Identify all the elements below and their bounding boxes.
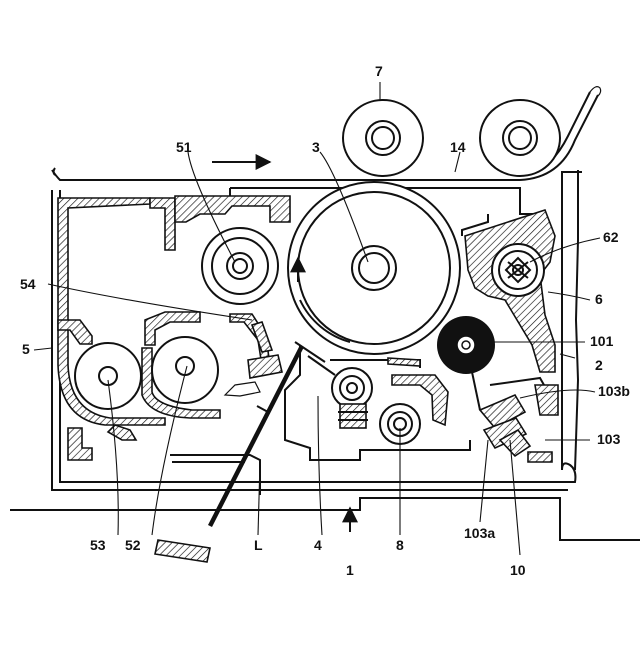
roller-7-left xyxy=(343,100,423,176)
label-53: 53 xyxy=(90,537,106,553)
label-54: 54 xyxy=(20,276,36,292)
label-6: 6 xyxy=(595,291,603,307)
label-101: 101 xyxy=(590,333,614,349)
auger-53 xyxy=(75,343,141,409)
label-2: 2 xyxy=(595,357,603,373)
charger-4 xyxy=(332,368,372,428)
label-14: 14 xyxy=(450,139,466,155)
roller-7-right xyxy=(480,100,560,176)
photoconductor-drum-3 xyxy=(288,182,460,354)
right-wall-2 xyxy=(575,170,578,470)
label-51: 51 xyxy=(176,139,192,155)
label-4: 4 xyxy=(314,537,322,553)
label-103: 103 xyxy=(597,431,621,447)
label-1: 1 xyxy=(346,562,354,578)
label-L: L xyxy=(254,537,263,553)
label-7: 7 xyxy=(375,63,383,79)
label-10: 10 xyxy=(510,562,526,578)
roller-62 xyxy=(492,244,544,296)
label-103a: 103a xyxy=(464,525,495,541)
auger-52 xyxy=(152,337,218,403)
developing-roller-51 xyxy=(202,228,278,304)
label-3: 3 xyxy=(312,139,320,155)
label-8: 8 xyxy=(396,537,404,553)
blade-assembly-103 xyxy=(472,372,558,462)
bottom-hatched-part xyxy=(155,540,210,562)
label-103b: 103b xyxy=(598,383,630,399)
brush-roller-101 xyxy=(437,316,495,374)
label-52: 52 xyxy=(125,537,141,553)
label-5: 5 xyxy=(22,341,30,357)
label-62: 62 xyxy=(603,229,619,245)
